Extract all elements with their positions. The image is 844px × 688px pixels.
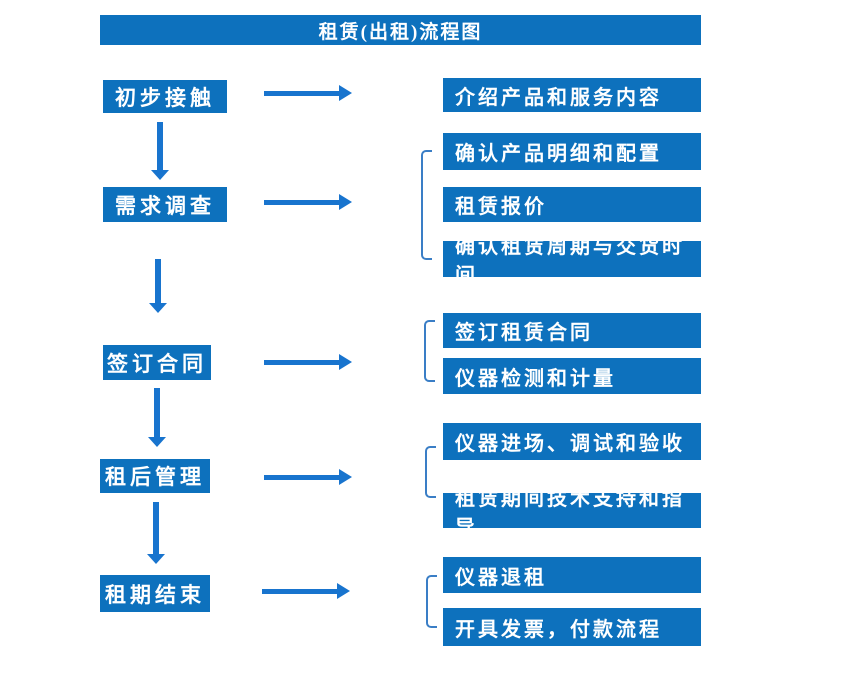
arrow-line bbox=[154, 388, 160, 437]
arrow-down-2 bbox=[149, 259, 167, 313]
arrow-line bbox=[153, 502, 159, 554]
output-box-sign-rental-contract: 签订租赁合同 bbox=[443, 313, 701, 348]
arrow-head-icon bbox=[337, 583, 350, 599]
arrow-right-3 bbox=[264, 354, 352, 370]
arrow-down-3 bbox=[148, 388, 166, 447]
arrow-right-5 bbox=[262, 583, 350, 599]
arrow-head-icon bbox=[149, 303, 167, 313]
arrow-line bbox=[155, 259, 161, 303]
bracket-group-3 bbox=[424, 320, 435, 382]
output-box-technical-support: 租赁期间技术支持和指导 bbox=[443, 488, 701, 539]
arrow-down-4 bbox=[147, 502, 165, 564]
arrow-head-icon bbox=[151, 170, 169, 180]
arrow-head-icon bbox=[147, 554, 165, 564]
arrow-head-icon bbox=[339, 194, 352, 210]
stage-box-post-rental-management: 租后管理 bbox=[100, 459, 210, 493]
arrow-right-1 bbox=[264, 85, 352, 101]
output-box-confirm-product-details: 确认产品明细和配置 bbox=[443, 133, 701, 170]
bracket-group-2 bbox=[421, 150, 432, 260]
output-box-instrument-return: 仪器退租 bbox=[443, 557, 701, 593]
output-box-instrument-setup-acceptance: 仪器进场、调试和验收 bbox=[443, 423, 701, 460]
output-box-introduce-products: 介绍产品和服务内容 bbox=[443, 78, 701, 112]
arrow-line bbox=[262, 588, 337, 594]
arrow-right-2 bbox=[264, 194, 352, 210]
output-box-confirm-rental-period: 确认租赁周期与交货时间 bbox=[443, 236, 701, 287]
arrow-head-icon bbox=[148, 437, 166, 447]
bracket-group-5 bbox=[426, 575, 437, 628]
arrow-down-1 bbox=[151, 122, 169, 180]
stage-box-sign-contract: 签订合同 bbox=[103, 345, 211, 380]
arrow-line bbox=[157, 122, 163, 170]
stage-box-demand-survey: 需求调查 bbox=[103, 187, 227, 222]
stage-box-rental-end: 租期结束 bbox=[100, 575, 210, 612]
arrow-line bbox=[264, 359, 339, 365]
arrow-right-4 bbox=[264, 469, 352, 485]
flowchart-title: 租赁(出租)流程图 bbox=[100, 15, 701, 45]
arrow-line bbox=[264, 90, 339, 96]
arrow-head-icon bbox=[339, 354, 352, 370]
stage-box-initial-contact: 初步接触 bbox=[103, 80, 227, 113]
arrow-head-icon bbox=[339, 469, 352, 485]
output-box-invoice-payment: 开具发票，付款流程 bbox=[443, 608, 701, 646]
arrow-head-icon bbox=[339, 85, 352, 101]
arrow-line bbox=[264, 474, 339, 480]
arrow-line bbox=[264, 199, 339, 205]
output-box-instrument-testing: 仪器检测和计量 bbox=[443, 358, 701, 394]
output-box-rental-quotation: 租赁报价 bbox=[443, 187, 701, 222]
bracket-group-4 bbox=[425, 446, 436, 498]
